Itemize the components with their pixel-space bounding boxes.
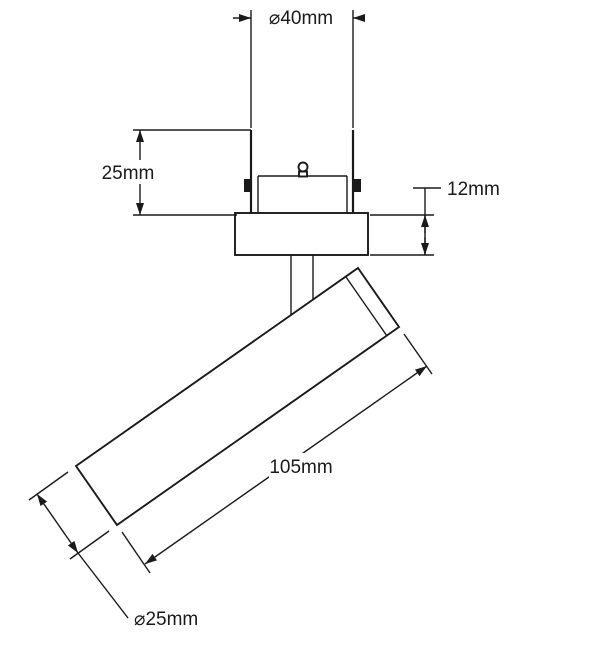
dimension-bracket-height: 25mm <box>102 129 251 216</box>
stem <box>290 255 314 316</box>
lamp-body <box>74 266 401 527</box>
dimension-top-diameter: ⌀40mm <box>233 8 365 128</box>
extension-line <box>69 530 110 560</box>
screw-head <box>297 161 309 173</box>
dimension-body-length: 105mm <box>121 333 433 574</box>
dimension-label-bracket-height: 25mm <box>102 163 155 184</box>
extension-line <box>403 333 433 375</box>
lamp-body-outline <box>74 266 401 527</box>
dimension-label-plate-thickness: 12mm <box>447 179 500 200</box>
extension-line <box>28 471 69 501</box>
label-leader-line <box>77 552 129 619</box>
base-plate-outline <box>234 212 369 256</box>
dimension-label-body-length: 105mm <box>269 457 332 478</box>
dimension-body-diameter: ⌀25mm <box>28 471 198 630</box>
label-background <box>102 160 154 184</box>
label-background <box>269 453 333 479</box>
extension-line <box>121 531 151 574</box>
clip-tab-right <box>353 179 361 192</box>
mounting-bracket <box>244 130 361 213</box>
dimension-label-top-diameter: ⌀40mm <box>269 8 333 29</box>
dimension-label-body-diameter: ⌀25mm <box>134 609 198 630</box>
dimension-plate-thickness: 12mm <box>370 179 500 256</box>
dimension-line <box>36 493 79 554</box>
lamp-cap-seam <box>345 276 388 337</box>
clip-tab-left <box>244 179 252 192</box>
base-plate <box>234 212 369 256</box>
